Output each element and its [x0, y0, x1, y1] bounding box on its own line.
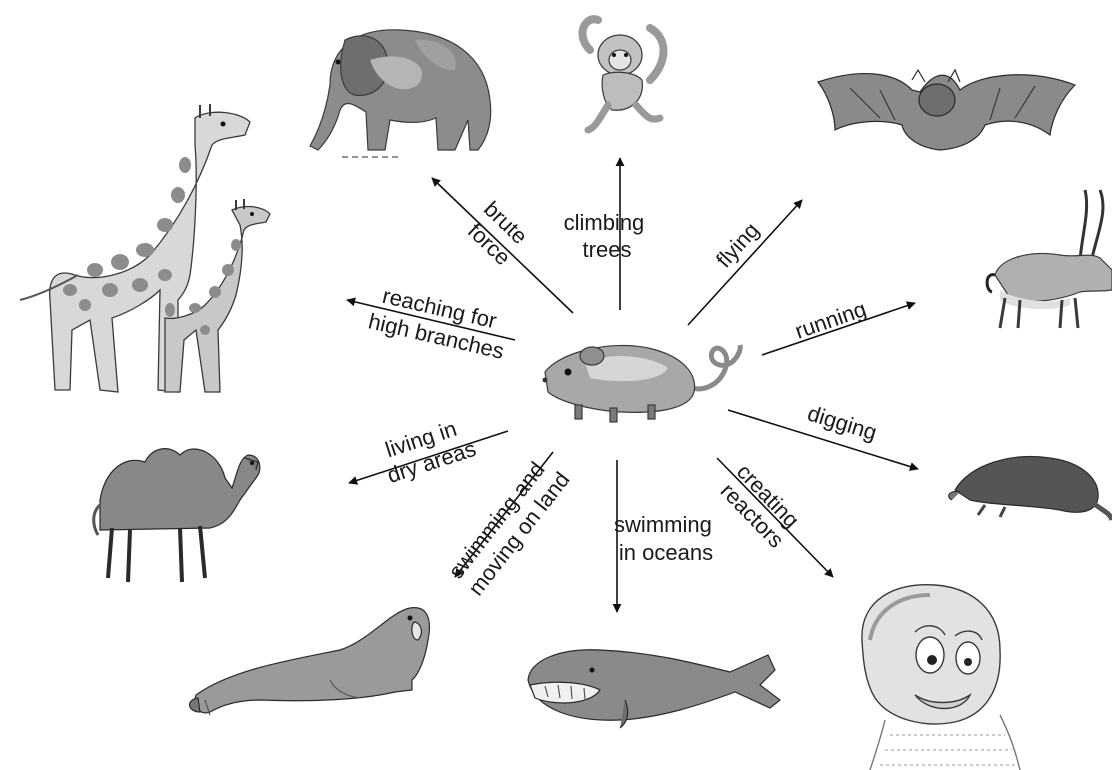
antelope-icon — [987, 190, 1112, 328]
mouse-icon — [543, 345, 741, 422]
whale-icon — [528, 650, 780, 728]
label-line: flying — [711, 218, 764, 273]
seal-icon — [190, 608, 430, 715]
label-flying: flying — [711, 218, 764, 273]
bat-icon — [818, 70, 1075, 150]
label-brute-force: brute force — [460, 196, 537, 273]
label-digging: digging — [805, 401, 880, 446]
label-living-in-dry-areas: living in dry areas — [376, 412, 479, 488]
monkey-icon — [582, 19, 663, 130]
label-swimming-and-moving-on-land: swimming and moving on land — [443, 451, 575, 600]
elephant-icon — [310, 30, 491, 157]
giraffe-icon — [20, 104, 270, 392]
label-line: running — [792, 296, 870, 344]
label-line: swimming — [614, 512, 712, 537]
camel-icon — [94, 449, 260, 582]
label-line: digging — [805, 401, 880, 446]
label-swimming-in-oceans: swimming in oceans — [614, 512, 718, 565]
label-line: in oceans — [619, 540, 713, 565]
label-running: running — [792, 296, 870, 344]
label-climbing-trees: climbing trees — [564, 210, 651, 262]
label-creating-reactors: creating reactors — [714, 459, 809, 554]
label-line: climbing — [564, 210, 645, 235]
mole-icon — [949, 457, 1112, 520]
label-line: trees — [583, 237, 632, 262]
human-face-icon — [862, 585, 1020, 770]
